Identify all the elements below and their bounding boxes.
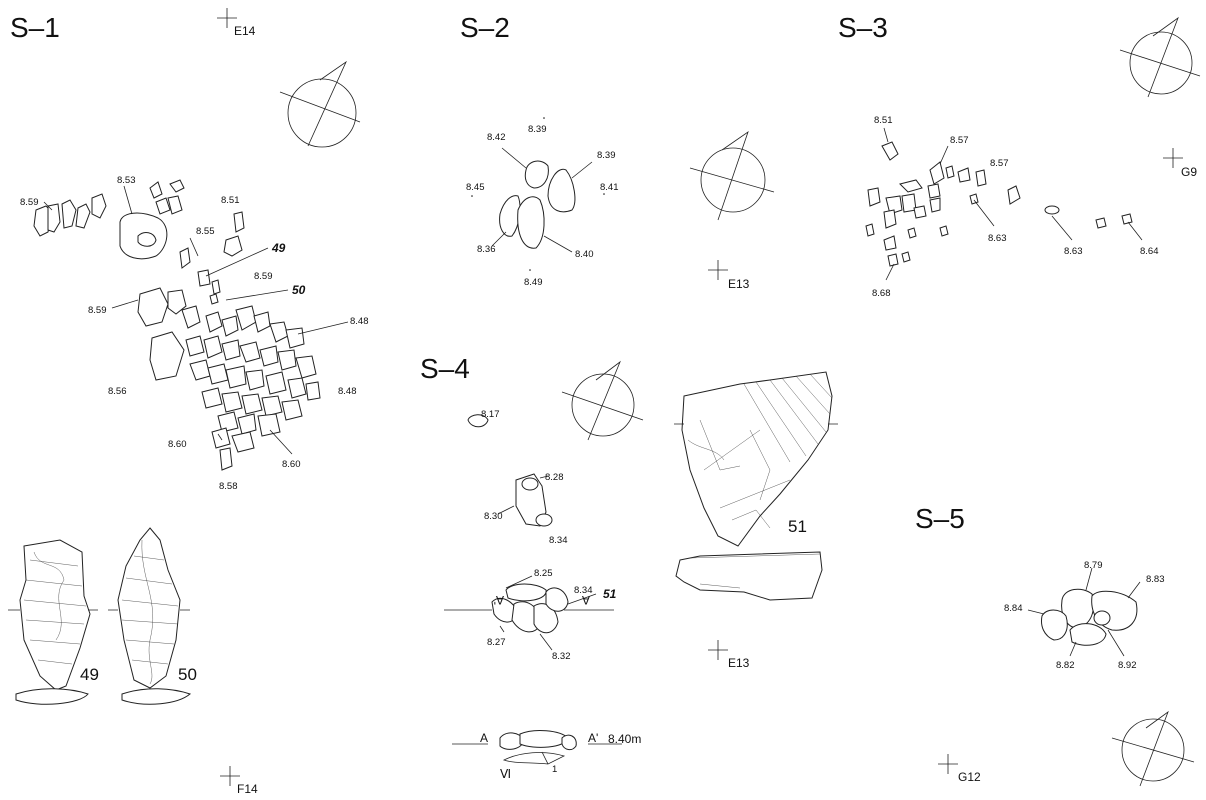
s4-section-profile [452, 730, 622, 765]
elevation-label: 8.32 [552, 651, 571, 662]
grid-point-e13-lower: E13 [708, 640, 750, 670]
elevation-label: 8.36 [477, 244, 496, 255]
elevation-label: 8.27 [487, 637, 506, 648]
artifact-51-drawing: 51 [674, 371, 838, 601]
s1-plan [33, 179, 321, 471]
plan-mark-a-prime: A' [494, 593, 504, 607]
artifact-number-49: 49 [80, 665, 99, 684]
elevation-label: 8.59 [254, 271, 273, 282]
elevation-label: 8.59 [88, 305, 107, 316]
elevation-label: 8.60 [168, 439, 187, 450]
artifact-label-50: 50 [292, 283, 306, 297]
elevation-label: 8.84 [1004, 603, 1023, 614]
elevation-label: 8.57 [990, 158, 1009, 169]
elevation-label: 8.28 [545, 472, 564, 483]
s5-plan [1027, 567, 1141, 657]
elevation-label: 8.83 [1146, 574, 1165, 585]
elevation-label: 8.34 [549, 535, 568, 546]
layer-label: Ⅵ [500, 767, 511, 781]
elevation-label: 8.41 [600, 182, 619, 193]
section-mark: 1 [552, 764, 557, 775]
s3-plan [865, 127, 1143, 281]
elevation-label: 8.51 [874, 115, 893, 126]
grid-label: E14 [234, 24, 256, 38]
artifact-number-50: 50 [178, 665, 197, 684]
elevation-label: 8.63 [988, 233, 1007, 244]
north-arrow-icon [1119, 16, 1201, 98]
grid-point-e14: E14 [217, 8, 256, 38]
section-elevation: 8.40m [608, 732, 641, 746]
grid-label: E13 [728, 656, 750, 670]
elevation-label: 8.45 [466, 182, 485, 193]
north-arrow-icon [1111, 710, 1195, 787]
elevation-label: 8.49 [524, 277, 543, 288]
elevation-label: 8.58 [219, 481, 238, 492]
artifact-50-drawing: 50 [108, 527, 197, 705]
artifact-number-51: 51 [788, 517, 807, 536]
elevation-label: 8.17 [481, 409, 500, 420]
artifact-label-51: 51 [603, 587, 617, 601]
elevation-label: 8.48 [338, 386, 357, 397]
elevation-label: 8.48 [350, 316, 369, 327]
s2-plan [471, 117, 605, 271]
section-mark-a: A [480, 731, 488, 745]
section-title-s4: S–4 [420, 353, 470, 384]
artifact-label-49: 49 [271, 241, 286, 255]
section-title-s2: S–2 [460, 12, 510, 43]
grid-point-e13-upper: E13 [708, 260, 750, 291]
section-title-s1: S–1 [10, 12, 60, 43]
elevation-label: 8.40 [575, 249, 594, 260]
artifact-49-drawing: 49 [8, 539, 99, 705]
grid-point-g9: G9 [1163, 148, 1197, 179]
elevation-label: 8.53 [117, 175, 136, 186]
elevation-label: 8.92 [1118, 660, 1137, 671]
elevation-label: 8.60 [282, 459, 301, 470]
north-arrow-icon [561, 360, 644, 441]
elevation-label: 8.59 [20, 197, 39, 208]
elevation-label: 8.79 [1084, 560, 1103, 571]
elevation-label: 8.68 [872, 288, 891, 299]
north-arrow-icon [279, 60, 361, 148]
elevation-label: 8.57 [950, 135, 969, 146]
grid-label: G9 [1181, 165, 1197, 179]
section-mark-a-prime: A' [588, 731, 598, 745]
north-arrow-icon [689, 130, 775, 221]
grid-label: F14 [237, 782, 258, 796]
section-title-s3: S–3 [838, 12, 888, 43]
elevation-label: 8.39 [528, 124, 547, 135]
elevation-label: 8.51 [221, 195, 240, 206]
grid-label: E13 [728, 277, 750, 291]
elevation-label: 8.34 [574, 585, 593, 596]
plan-mark-a: A [582, 593, 590, 607]
elevation-label: 8.82 [1056, 660, 1075, 671]
elevation-label: 8.42 [487, 132, 506, 143]
elevation-label: 8.64 [1140, 246, 1159, 257]
grid-point-g12: G12 [938, 754, 981, 784]
grid-label: G12 [958, 770, 981, 784]
elevation-label: 8.30 [484, 511, 503, 522]
elevation-label: 8.56 [108, 386, 127, 397]
elevation-label: 8.39 [597, 150, 616, 161]
elevation-label: 8.63 [1064, 246, 1083, 257]
s4-plan [444, 414, 614, 651]
elevation-label: 8.55 [196, 226, 215, 237]
grid-point-f14: F14 [220, 766, 258, 796]
section-title-s5: S–5 [915, 503, 965, 534]
elevation-label: 8.25 [534, 568, 553, 579]
